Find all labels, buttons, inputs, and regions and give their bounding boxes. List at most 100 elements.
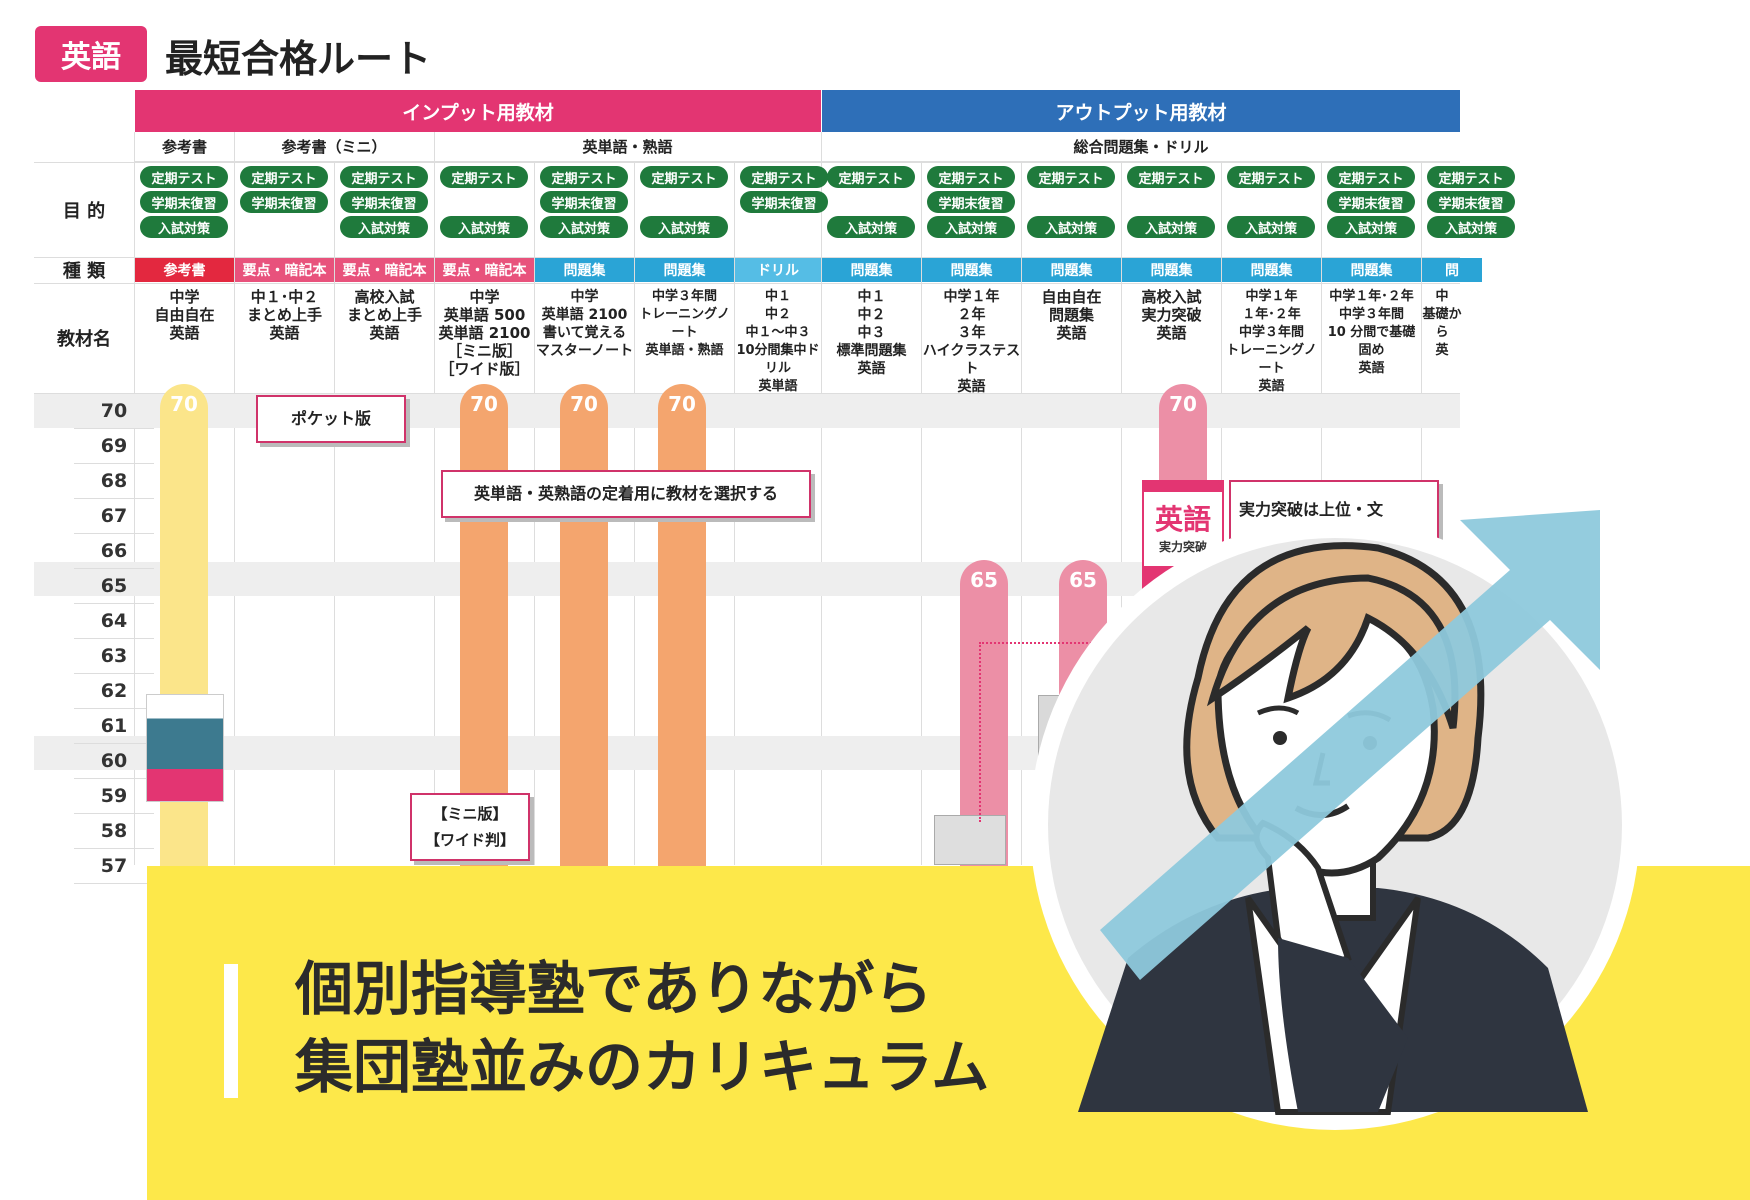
category-ref: 参考書	[135, 132, 234, 162]
kind-label: 要点・暗記本	[335, 258, 434, 282]
level-label: 60	[74, 744, 154, 779]
pill-nyushi: 入試対策	[640, 216, 728, 238]
pill-teiki: 定期テスト	[540, 166, 628, 188]
book-name: 中学１年･２年 中学３年間 10 分間で基礎固め 英語	[1327, 289, 1416, 376]
callout-select: 英単語・英熟語の定着用に教材を選択する	[441, 470, 811, 518]
pill-teiki: 定期テスト	[640, 166, 728, 188]
bar-label: 65	[1069, 568, 1097, 592]
page-title: 最短合格ルート	[165, 37, 432, 81]
level-label: 66	[74, 534, 154, 569]
pill-teiki: 定期テスト	[440, 166, 528, 188]
kind-label: 問題集	[535, 258, 634, 282]
kind-label: 問題集	[1022, 258, 1121, 282]
pill-gakki: 学期末復習	[340, 191, 428, 213]
pill-gakki: 学期末復習	[240, 191, 328, 213]
callout-pocket: ポケット版	[256, 395, 406, 443]
pill-teiki: 定期テスト	[927, 166, 1015, 188]
slogan-accent-bar	[224, 964, 238, 1098]
callout-mini: 【ミニ版】 【ワイド判】	[410, 793, 530, 861]
output-band: アウトプット用教材	[822, 90, 1460, 132]
pill-teiki: 定期テスト	[1127, 166, 1215, 188]
book-name: 中学 英単語 2100 書いて覚える マスターノート	[535, 289, 634, 359]
bar-label: 70	[470, 392, 498, 416]
bar-label: 70	[570, 392, 598, 416]
slogan-line-1: 個別指導塾でありながら	[295, 955, 933, 1023]
book-name: 中 基礎から 英	[1422, 289, 1462, 358]
book-name: 高校入試 実力突破 英語	[1141, 288, 1202, 342]
level-label: 70	[74, 394, 154, 429]
book-cover-title: 英語	[1154, 503, 1211, 536]
book-name: 中学１年 ２年 ３年 ハイクラステスト 英語	[922, 289, 1021, 395]
kind-label: 問題集	[1222, 258, 1321, 282]
pill-nyushi: 入試対策	[340, 216, 428, 238]
pill-teiki: 定期テスト	[340, 166, 428, 188]
pill-nyushi: 入試対策	[1227, 216, 1315, 238]
level-label: 63	[74, 639, 154, 674]
pill-teiki: 定期テスト	[1227, 166, 1315, 188]
kind-label: 問題集	[1122, 258, 1221, 282]
book-name: 中１ 中２ 中１～中３ 10分間集中ドリル 英単語	[736, 289, 820, 394]
slogan-line-2: 集団塾並みのカリキュラム	[295, 1033, 990, 1101]
pill-nyushi: 入試対策	[440, 216, 528, 238]
bar-label: 65	[970, 568, 998, 592]
book-name: 中１･中２ まとめ上手 英語	[246, 288, 322, 342]
pill-teiki: 定期テスト	[740, 166, 828, 188]
pill-teiki: 定期テスト	[1027, 166, 1115, 188]
level-label: 67	[74, 499, 154, 534]
pill-nyushi: 入試対策	[540, 216, 628, 238]
level-label: 57	[74, 849, 154, 884]
book-cover-thumbnail	[146, 694, 224, 802]
level-label: 62	[74, 674, 154, 709]
pill-teiki: 定期テスト	[827, 166, 915, 188]
book-name: 中１ 中２ 中３ 標準問題集 英語	[836, 289, 907, 377]
slogan-text: 個別指導塾でありながら 集団塾並みのカリキュラム	[295, 950, 989, 1106]
category-vocab: 英単語・熟語	[434, 132, 821, 162]
pill-nyushi: 入試対策	[1427, 216, 1515, 238]
level-label: 64	[74, 604, 154, 639]
book-name: 中学３年間 トレーニングノート 英単語・熟語	[639, 289, 730, 358]
name-row-label: 教材名	[57, 329, 111, 350]
pill-gakki: 学期末復習	[540, 191, 628, 213]
type-row-label: 種 類	[62, 261, 106, 282]
book-name: 自由自在 問題集 英語	[1041, 288, 1102, 342]
level-label: 59	[74, 779, 154, 814]
pill-teiki: 定期テスト	[1327, 166, 1415, 188]
kind-label: 要点・暗記本	[235, 258, 334, 282]
level-label: 69	[74, 429, 154, 464]
book-name: 中学１年 １年･２年 中学３年間 トレーニングノート 英語	[1226, 289, 1317, 394]
pill-gakki: 学期末復習	[927, 191, 1015, 213]
pill-teiki: 定期テスト	[1427, 166, 1515, 188]
bar-label: 70	[668, 392, 696, 416]
pill-gakki: 学期末復習	[1327, 191, 1415, 213]
kind-label: 問題集	[635, 258, 734, 282]
kind-label: 要点・暗記本	[435, 258, 534, 282]
book-cover-subtitle: 実力突破	[1158, 540, 1207, 554]
level-bar	[560, 384, 608, 874]
book-name: 中学 英単語 500 英単語 2100 ［ミニ版］ ［ワイド版］	[438, 288, 531, 378]
kind-label: 問題集	[922, 258, 1021, 282]
subject-badge: 英語	[35, 26, 147, 82]
pill-nyushi: 入試対策	[1327, 216, 1415, 238]
pill-nyushi: 入試対策	[827, 216, 915, 238]
growth-arrow-icon	[1100, 510, 1600, 980]
pill-teiki: 定期テスト	[240, 166, 328, 188]
pill-gakki: 学期末復習	[740, 191, 828, 213]
kind-label: 参考書	[135, 258, 234, 282]
kind-label: 問題集	[822, 258, 921, 282]
level-label: 68	[74, 464, 154, 499]
kind-label: 問題集	[1322, 258, 1421, 282]
level-bar	[460, 384, 508, 874]
level-bar	[658, 384, 706, 874]
pill-teiki: 定期テスト	[140, 166, 228, 188]
pill-nyushi: 入試対策	[927, 216, 1015, 238]
book-thumbnail	[934, 815, 1006, 865]
level-label: 65	[74, 569, 154, 604]
pill-nyushi: 入試対策	[140, 216, 228, 238]
input-band: インプット用教材	[135, 90, 821, 132]
kind-label: ドリル	[735, 258, 821, 282]
purpose-row-label: 目 的	[62, 200, 106, 222]
bar-label: 70	[170, 392, 198, 416]
pill-gakki: 学期末復習	[1427, 191, 1515, 213]
level-label: 61	[74, 709, 154, 744]
category-ref-mini: 参考書（ミニ）	[234, 132, 434, 162]
